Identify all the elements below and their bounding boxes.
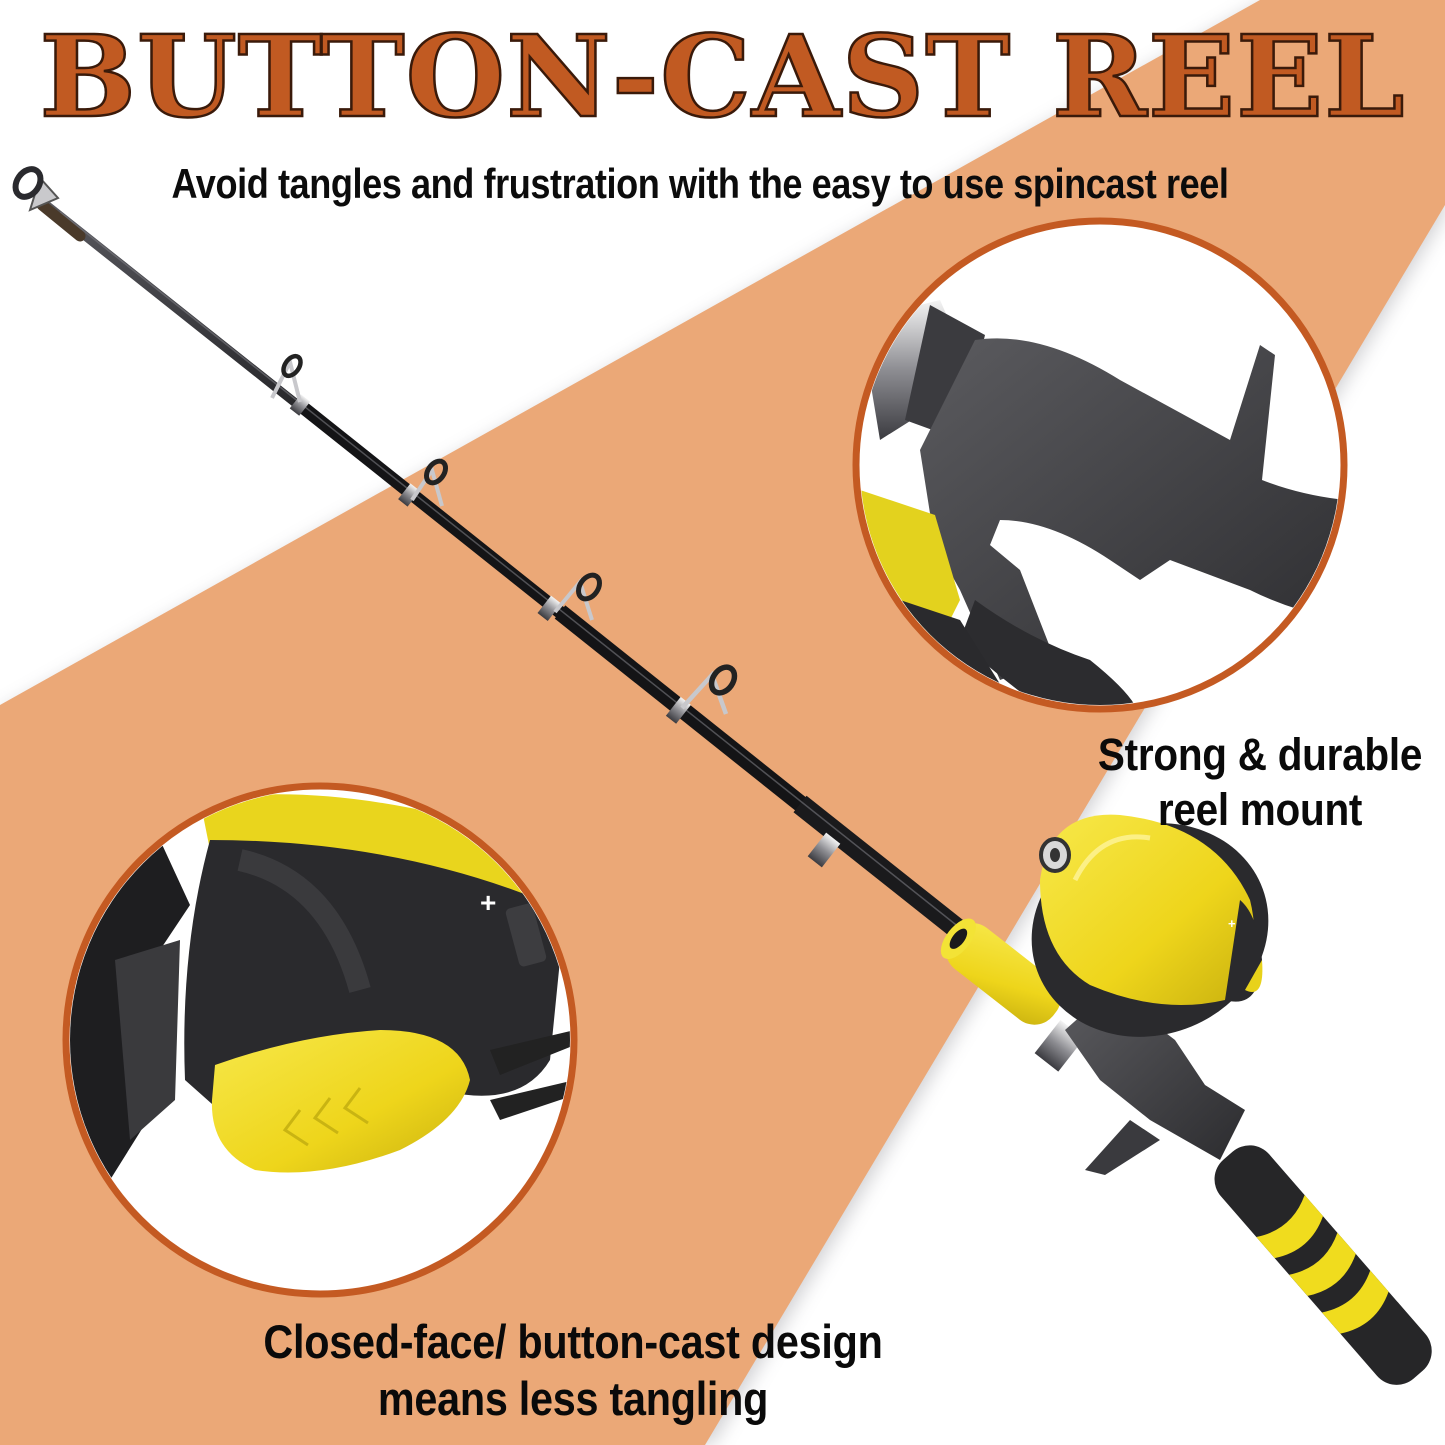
drag-plus-icon: + — [480, 887, 496, 918]
detail-circle-reel-mount — [852, 217, 1348, 713]
callout-line: Closed-face/ button-cast design — [263, 1315, 883, 1368]
callout-closed-face: Closed-face/ button-cast design means le… — [245, 1313, 901, 1428]
callout-line: means less tangling — [377, 1372, 769, 1426]
drag-plus-icon: + — [1228, 916, 1236, 931]
subtitle: Avoid tangles and frustration with the e… — [171, 160, 1229, 207]
callout-line: Strong & durable — [1097, 729, 1423, 780]
line-guide-icon — [410, 458, 449, 507]
line-guide-icon — [270, 353, 303, 403]
chevron-arrows-icon — [282, 1087, 369, 1147]
callout-reel-mount: Strong & durable reel mount — [1089, 728, 1431, 838]
tip-guide-icon — [12, 166, 60, 212]
line-outlet-icon — [1039, 837, 1071, 873]
detail-circle-button-cast: + — [62, 782, 578, 1298]
fishing-rod: + — [12, 166, 1432, 1385]
callout-line: reel mount — [1157, 783, 1363, 835]
rear-grip — [1214, 1145, 1432, 1385]
fore-grip — [940, 918, 1061, 1025]
page-title: BUTTON-CAST REEL — [38, 12, 1406, 143]
line-guide-icon — [553, 572, 602, 621]
spincast-reel: + — [1031, 814, 1269, 1037]
ferrule-bands — [289, 394, 841, 868]
line-guide-icon — [680, 664, 738, 715]
